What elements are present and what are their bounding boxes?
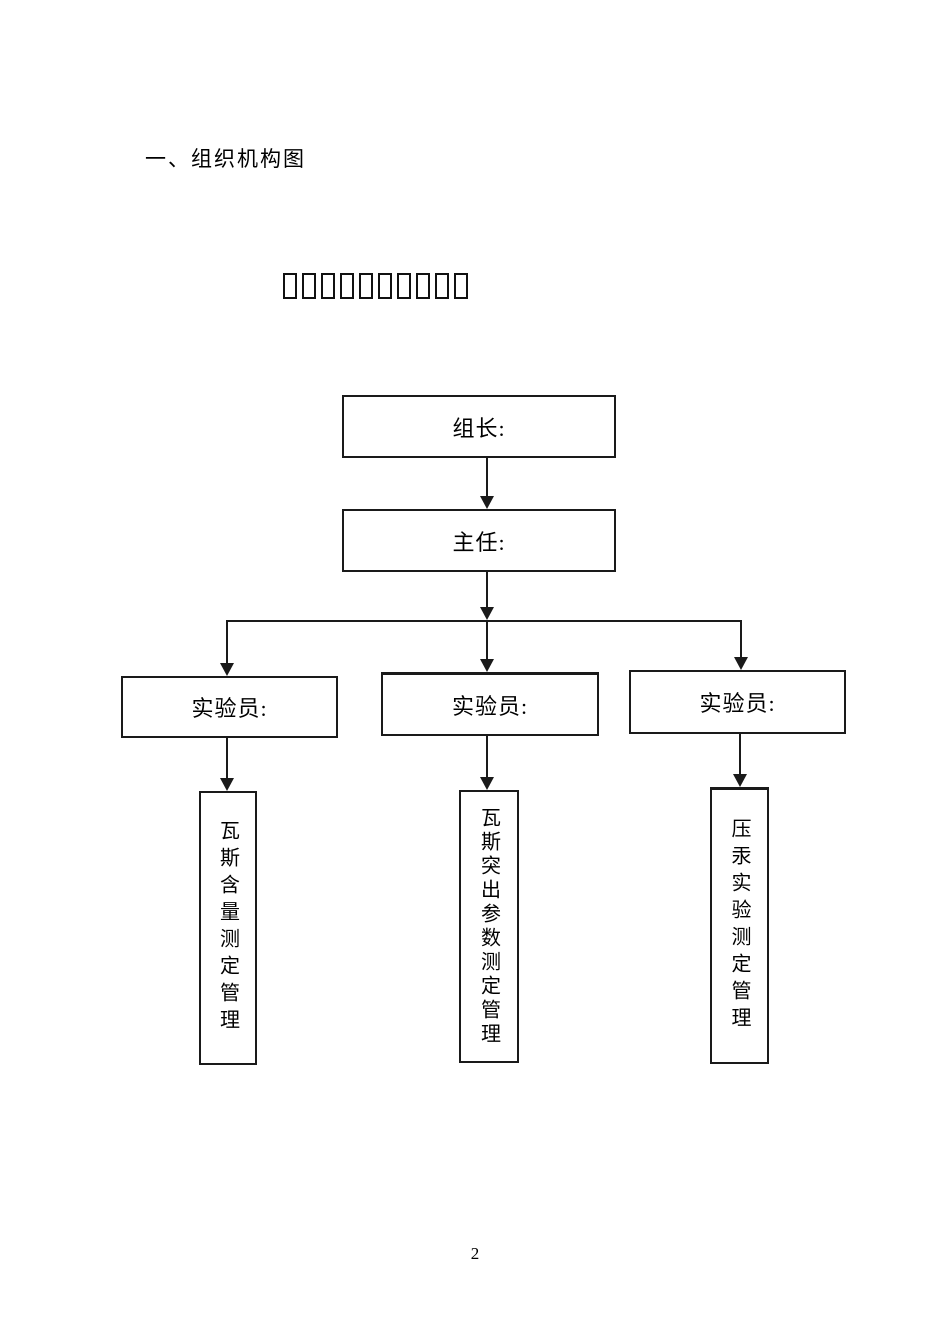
connector-branch-tech-2	[486, 622, 488, 660]
branch-bar	[226, 620, 742, 622]
connector-tech-3-duty	[739, 734, 741, 775]
section-heading: 一、组织机构图	[145, 147, 306, 171]
org-box-leader: 组长:	[342, 395, 616, 458]
arrowhead-tech-2	[480, 659, 494, 672]
arrowhead-tech-3	[734, 657, 748, 670]
missing-glyph-title	[283, 273, 468, 299]
missing-glyph-box	[359, 273, 373, 299]
arrowhead-duty-1	[220, 778, 234, 791]
connector-tech-1-duty	[226, 738, 228, 779]
org-box-technician-3: 实验员:	[629, 670, 846, 734]
org-box-leader-label: 组长:	[452, 415, 506, 441]
arrowhead-branch	[480, 607, 494, 620]
missing-glyph-box	[340, 273, 354, 299]
missing-glyph-box	[321, 273, 335, 299]
org-box-technician-1: 实验员:	[121, 676, 338, 738]
duty-box-outburst-params: 瓦斯突出参数测定管理	[459, 790, 519, 1063]
missing-glyph-box	[454, 273, 468, 299]
missing-glyph-box	[435, 273, 449, 299]
arrowhead-tech-1	[220, 663, 234, 676]
duty-box-outburst-params-label: 瓦斯突出参数测定管理	[477, 806, 500, 1047]
connector-leader-director	[486, 458, 488, 497]
duty-box-gas-content-label: 瓦斯含量测定管理	[216, 820, 239, 1036]
connector-branch-tech-1	[226, 622, 228, 664]
missing-glyph-box	[416, 273, 430, 299]
arrowhead-duty-3	[733, 774, 747, 787]
arrowhead-director	[480, 496, 494, 509]
org-box-technician-1-label: 实验员:	[191, 696, 268, 721]
connector-director-branch	[486, 572, 488, 608]
connector-branch-tech-3	[740, 622, 742, 658]
duty-box-gas-content: 瓦斯含量测定管理	[199, 791, 257, 1065]
arrowhead-duty-2	[480, 777, 494, 790]
org-box-director: 主任:	[342, 509, 616, 572]
missing-glyph-box	[378, 273, 392, 299]
page-number: 2	[470, 1244, 480, 1263]
missing-glyph-box	[283, 273, 297, 299]
org-box-technician-2: 实验员:	[381, 672, 599, 736]
org-box-technician-3-label: 实验员:	[699, 691, 776, 716]
duty-box-mercury-test-label: 压汞实验测定管理	[728, 818, 750, 1034]
org-box-technician-2-label: 实验员:	[451, 693, 529, 719]
org-box-director-label: 主任:	[452, 529, 506, 555]
duty-box-mercury-test: 压汞实验测定管理	[710, 787, 769, 1064]
missing-glyph-box	[302, 273, 316, 299]
missing-glyph-box	[397, 273, 411, 299]
connector-tech-2-duty	[486, 736, 488, 778]
